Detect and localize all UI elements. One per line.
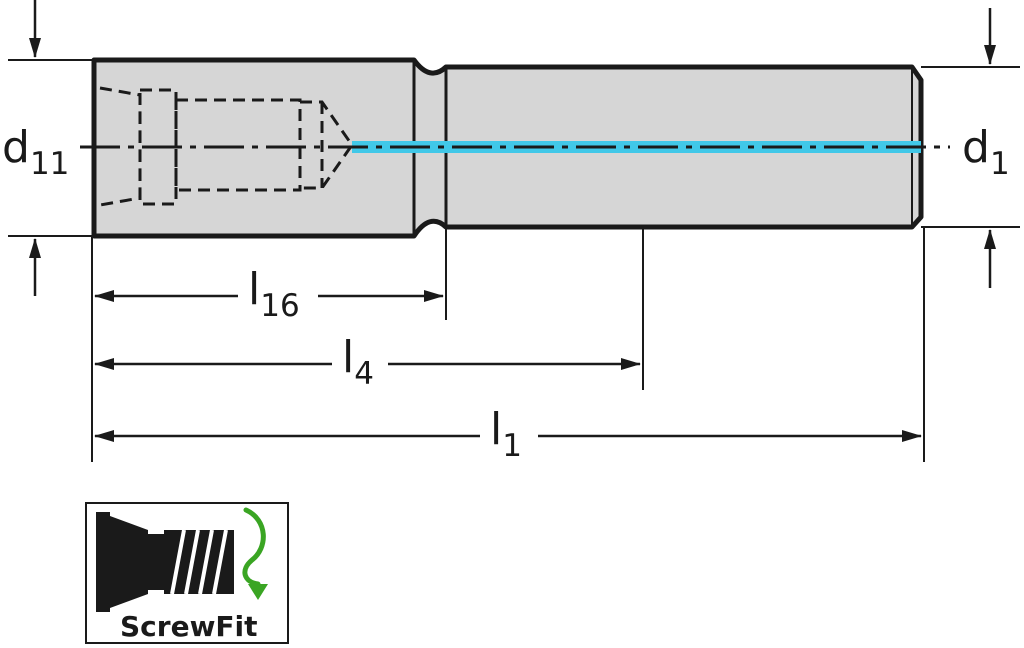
l4-label: l4 bbox=[342, 332, 374, 392]
screwfit-label: ScrewFit bbox=[120, 610, 258, 643]
d11-label: d11 bbox=[2, 122, 69, 182]
l1-label: l1 bbox=[490, 404, 522, 464]
l16-label: l16 bbox=[248, 264, 300, 324]
extension-lines bbox=[8, 59, 1020, 462]
hidden-bore bbox=[99, 86, 354, 207]
d1-label: d1 bbox=[962, 122, 1010, 182]
rotate-arrow-icon bbox=[242, 507, 268, 600]
screwfit-logo: ScrewFit bbox=[85, 502, 289, 644]
screw-thread-icon bbox=[96, 512, 234, 612]
